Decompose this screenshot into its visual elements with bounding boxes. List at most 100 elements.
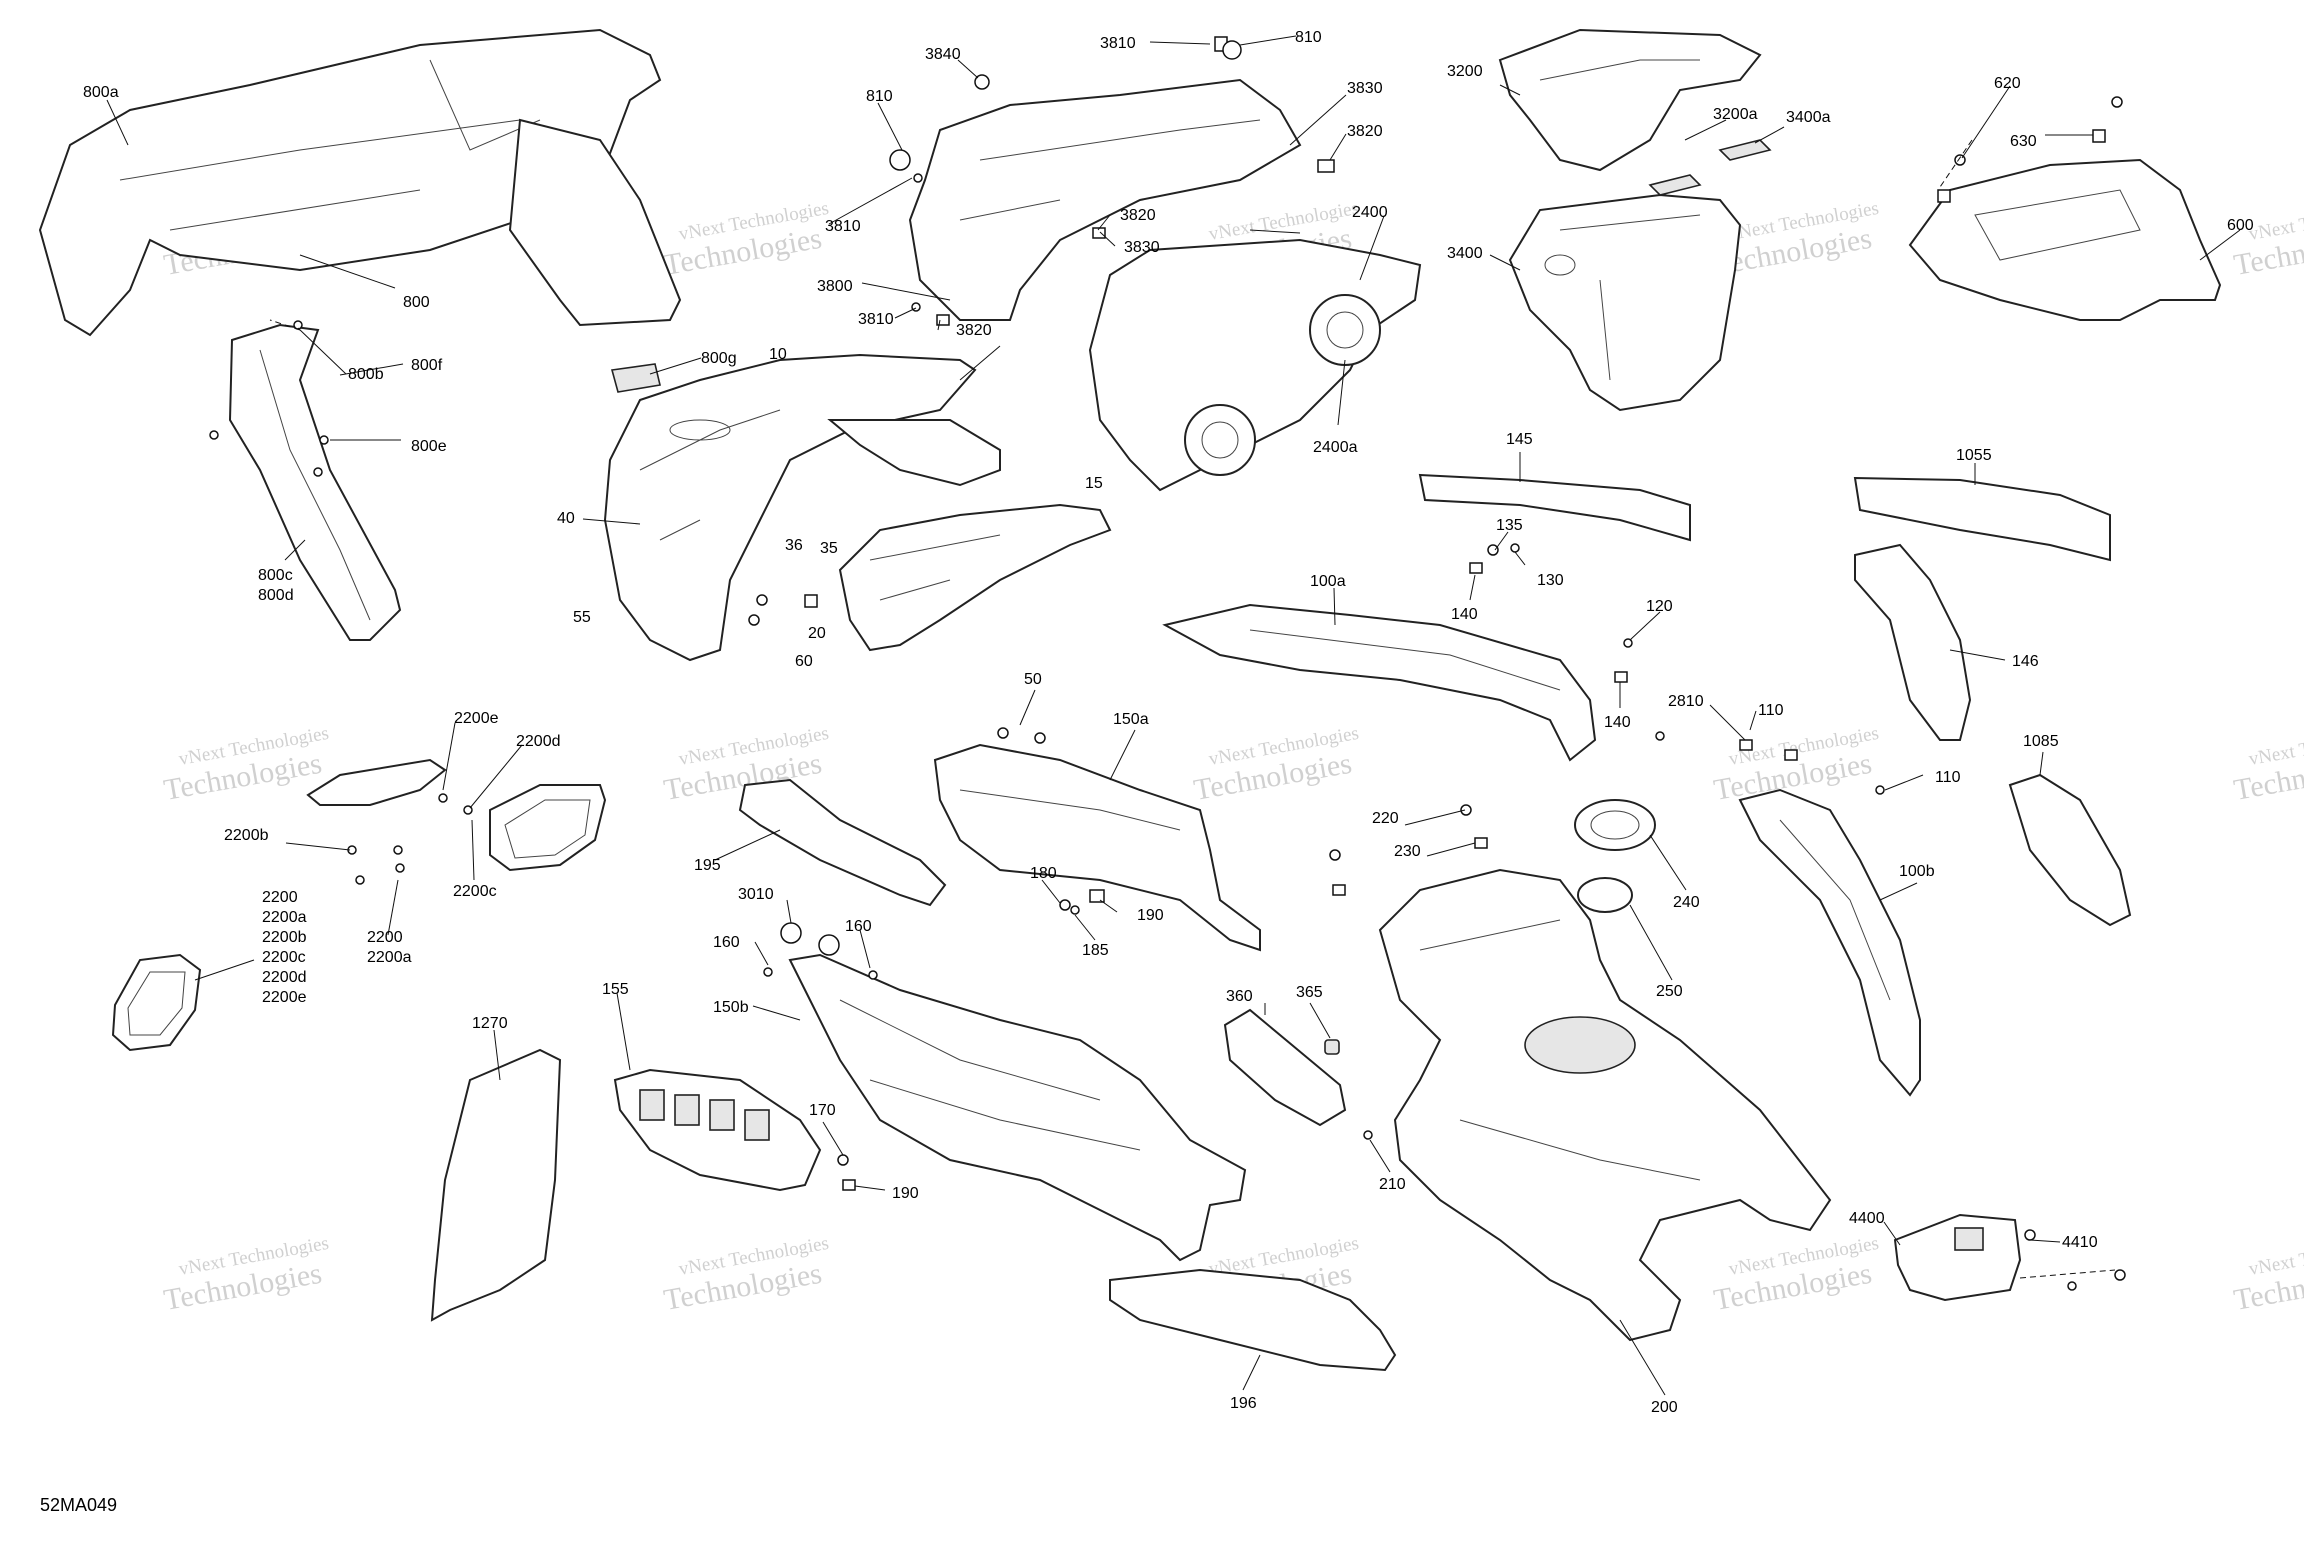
- clip-icon: [1089, 889, 1105, 903]
- mirror-bracket-shape: [306, 758, 447, 806]
- callout-label: 190: [1137, 907, 1164, 924]
- screw-icon: [868, 970, 878, 980]
- callout-label: 800e: [411, 438, 447, 455]
- callout-label: 150b: [713, 999, 749, 1016]
- callout-label: 2200a: [262, 909, 307, 926]
- side-panel-150a-shape: [933, 743, 1261, 952]
- callout-label: 196: [1230, 1395, 1257, 1412]
- clip-icon: [1332, 884, 1346, 896]
- callout-label: 810: [866, 88, 893, 105]
- fairing-side-panel-shape: [508, 118, 682, 327]
- callout-label: 110: [1935, 769, 1961, 786]
- callout-label: 2200e: [262, 989, 307, 1006]
- nut-icon: [974, 74, 990, 90]
- callout-labels: 800a 800 800b 800f 800e 800g 800c 800d 8…: [83, 29, 2254, 1416]
- callout-label: 120: [1646, 598, 1673, 615]
- callout-label: 2810: [1668, 693, 1704, 710]
- inner-panel-15-shape: [838, 503, 1112, 652]
- pad-145-shape: [1418, 473, 1691, 542]
- clip-icon: [1469, 562, 1483, 574]
- callout-label: 600: [2227, 217, 2254, 234]
- callout-label: 3820: [956, 322, 992, 339]
- callout-label: 3200a: [1713, 106, 1758, 123]
- callout-label: 135: [1496, 517, 1523, 534]
- headlight-assembly-shape: [1088, 238, 1422, 492]
- callout-label: 100a: [1310, 573, 1346, 590]
- screw-icon: [209, 430, 219, 440]
- callout-label: 170: [809, 1102, 836, 1119]
- filler-opening: [1524, 1016, 1636, 1074]
- strip-195-shape: [738, 778, 947, 907]
- callout-label: 3400: [1447, 245, 1483, 262]
- screw-icon: [2114, 1269, 2126, 1281]
- callout-label: 810: [1295, 29, 1322, 46]
- screw-icon: [1875, 785, 1885, 795]
- clip-icon: [1784, 749, 1798, 761]
- screw-icon: [1059, 899, 1071, 911]
- callout-label: 2200c: [262, 949, 306, 966]
- storage-cover-shape: [1498, 28, 1762, 172]
- callout-label: 50: [1024, 671, 1042, 688]
- clip-icon: [1474, 837, 1488, 849]
- callout-label: 3820: [1120, 207, 1156, 224]
- callout-label: 3810: [1100, 35, 1136, 52]
- screw-icon: [756, 594, 768, 606]
- callout-label: 2200b: [262, 929, 307, 946]
- strip-3400a-lower: [1648, 174, 1702, 196]
- clip-icon: [2092, 129, 2106, 143]
- clip-icon: [1317, 159, 1335, 173]
- clip-icon: [842, 1179, 856, 1191]
- grommet-365: [1324, 1039, 1340, 1055]
- callout-label: 2200c: [453, 883, 497, 900]
- grommet-icon: [780, 922, 802, 944]
- callout-label: 2200: [262, 889, 298, 906]
- leader-lines: [106, 35, 2241, 1396]
- callout-label: 3810: [858, 311, 894, 328]
- side-panel-150b-shape: [788, 953, 1247, 1262]
- washer-icon: [997, 727, 1009, 739]
- callout-label: 146: [2012, 653, 2039, 670]
- callout-label: 160: [845, 918, 872, 935]
- screw-icon: [1460, 804, 1472, 816]
- callout-label: 4400: [1849, 1210, 1885, 1227]
- ring-240: [1574, 799, 1656, 851]
- callout-label: 800d: [258, 587, 294, 604]
- callout-label: 195: [694, 857, 721, 874]
- mirror-glass-right: [489, 784, 607, 872]
- callout-label: 3830: [1124, 239, 1160, 256]
- screw-icon: [2111, 96, 2123, 108]
- callout-label: 3830: [1347, 80, 1383, 97]
- callout-label: 220: [1372, 810, 1399, 827]
- clip-icon: [1937, 189, 1951, 203]
- clip-icon: [1739, 739, 1753, 751]
- callout-label: 800: [403, 294, 430, 311]
- callout-label: 210: [1379, 1176, 1406, 1193]
- strip-3400a-upper: [1718, 139, 1772, 161]
- callout-label: 60: [795, 653, 813, 670]
- callout-label: 140: [1451, 606, 1478, 623]
- pad-1055-shape: [1853, 476, 2111, 562]
- callout-label: 140: [1604, 714, 1631, 731]
- grommet-icon: [889, 149, 911, 171]
- washer-icon: [393, 845, 403, 855]
- callout-label: 3810: [825, 218, 861, 235]
- grommet-icon: [818, 934, 840, 956]
- screw-icon: [1329, 849, 1341, 861]
- callout-label: 3840: [925, 46, 961, 63]
- vent-slot: [639, 1089, 665, 1121]
- callout-label: 240: [1673, 894, 1700, 911]
- callout-label: 145: [1506, 431, 1533, 448]
- callout-label: 360: [1226, 988, 1253, 1005]
- callout-label: 365: [1296, 984, 1323, 1001]
- callout-label: 150a: [1113, 711, 1149, 728]
- washer-icon: [1487, 544, 1499, 556]
- vent-slot: [709, 1099, 735, 1131]
- screw-icon: [1623, 638, 1633, 648]
- clip-icon: [1614, 671, 1628, 683]
- callout-label: 2200: [367, 929, 403, 946]
- callout-label: 15: [1085, 475, 1103, 492]
- callout-label: 230: [1394, 843, 1421, 860]
- box-4400-shape: [1893, 1213, 2022, 1302]
- side-trim-100a-shape: [1162, 603, 1597, 762]
- panel-1270-shape: [430, 1048, 562, 1322]
